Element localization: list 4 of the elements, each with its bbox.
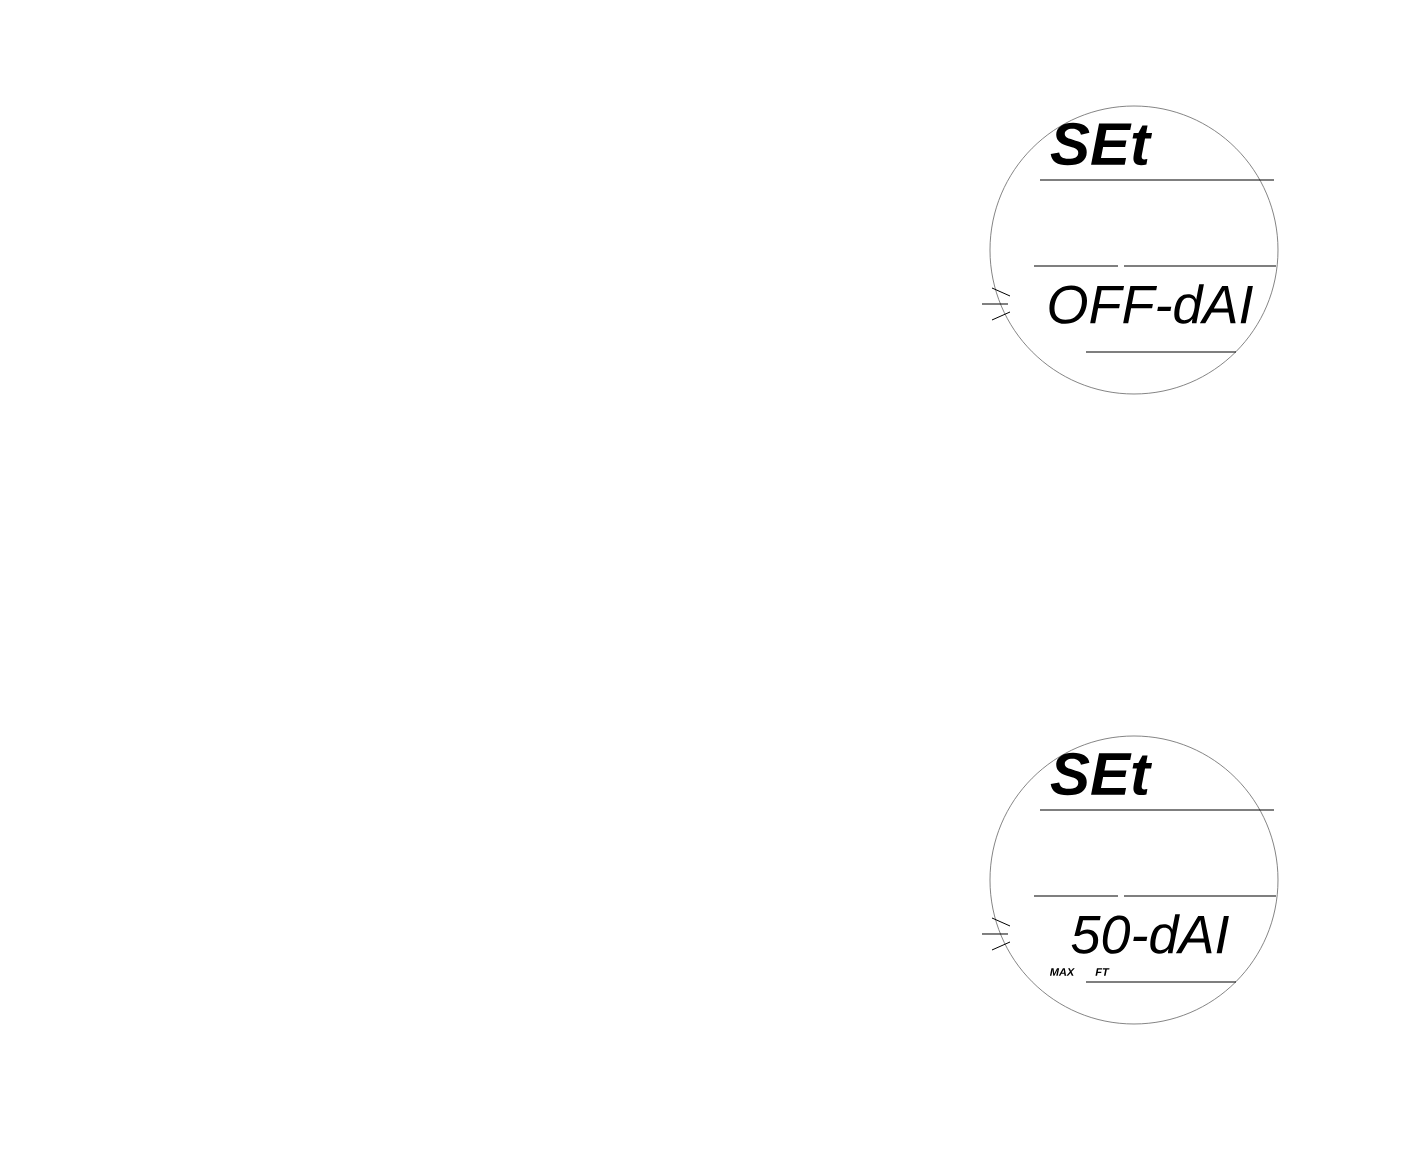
display-text: OFF-dAI	[1049, 284, 1253, 324]
display-text: SEt	[1050, 752, 1153, 796]
display-text: SEt	[1050, 122, 1153, 166]
display-text: 50-dAI	[1071, 914, 1229, 954]
